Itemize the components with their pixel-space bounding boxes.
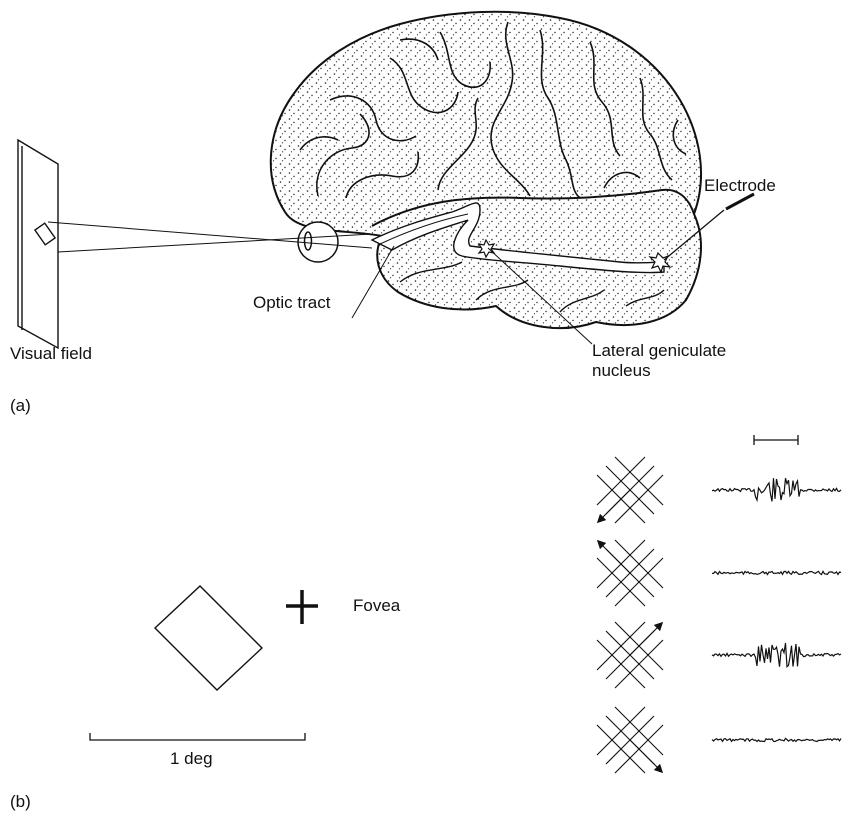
- motion-arrow-icon: [596, 539, 631, 574]
- leader-lines: [351, 245, 593, 345]
- electrode: [663, 192, 755, 261]
- panel-b-marker: (b): [10, 792, 31, 811]
- fovea-label: Fovea: [353, 596, 401, 615]
- time-scale-bar: [753, 435, 799, 445]
- visual-field-screen: [17, 138, 59, 350]
- response-rows: [596, 456, 842, 774]
- visual-field-label: Visual field: [10, 344, 92, 363]
- response-row: [596, 706, 842, 774]
- optic-tract-label: Optic tract: [253, 293, 331, 312]
- eye: [297, 221, 339, 263]
- scale-bar: [89, 733, 306, 741]
- spike-trace: [711, 570, 842, 576]
- spike-trace: [711, 643, 842, 669]
- scale-label: 1 deg: [170, 749, 213, 768]
- brain-illustration: [269, 10, 703, 330]
- motion-arrow-icon: [629, 621, 664, 656]
- lgn-label: Lateral geniculate nucleus: [592, 341, 727, 380]
- stimulus-bar: [153, 585, 264, 691]
- motion-arrow-icon: [596, 489, 631, 524]
- lgn-star-icon: [477, 238, 496, 259]
- projection-lines: [47, 221, 373, 253]
- spike-trace: [711, 737, 842, 743]
- motion-arrow-icon: [629, 739, 664, 774]
- response-row: [596, 539, 842, 607]
- response-row: [596, 621, 842, 689]
- spike-trace: [711, 478, 842, 503]
- response-row: [596, 456, 842, 524]
- electrode-label: Electrode: [704, 176, 776, 195]
- fovea-cross-icon: [286, 590, 318, 624]
- panel-a-marker: (a): [10, 396, 31, 415]
